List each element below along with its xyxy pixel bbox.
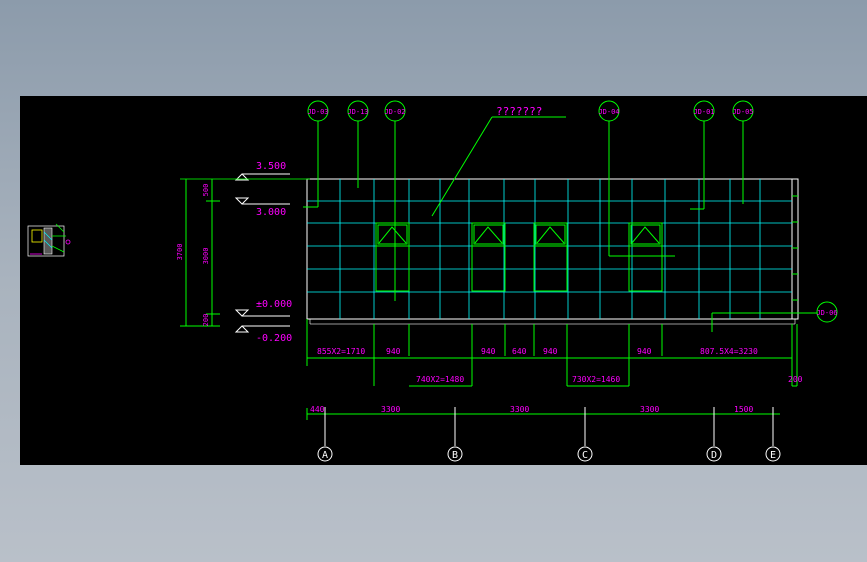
material-note: ??????? [496, 105, 542, 118]
callout-label: JD-04 [598, 108, 619, 116]
dim-label: 3300 [381, 405, 400, 414]
vertical-dimensions [180, 178, 310, 327]
dim-label: 940 [481, 347, 496, 356]
dim-label: 807.5X4=3230 [700, 347, 758, 356]
axis-lines [324, 407, 774, 446]
callout-jd-13[interactable]: JD-13 [347, 100, 369, 122]
dim-label: 3300 [640, 405, 659, 414]
callout-leaders [303, 116, 817, 332]
axis-label: A [322, 450, 328, 461]
facade [306, 178, 799, 325]
callout-label: JD-06 [816, 309, 837, 317]
elevation-label: ±0.000 [256, 299, 292, 310]
dim-label: 940 [543, 347, 558, 356]
windows [375, 222, 663, 292]
window-3[interactable] [533, 222, 568, 292]
elevation-label: 3.500 [256, 161, 286, 172]
axis-label: D [711, 450, 717, 461]
dim-height-bottom: 200 [202, 314, 210, 327]
callout-label: JD-13 [347, 108, 368, 116]
tile-grid [307, 179, 792, 319]
axis-label: B [452, 450, 458, 461]
axis-bubble-a[interactable]: A [317, 446, 333, 462]
dim-label: 940 [637, 347, 652, 356]
axis-label: E [770, 450, 776, 461]
axis-bubble-c[interactable]: C [577, 446, 593, 462]
window-1[interactable] [375, 222, 410, 292]
elevation-label: 3.000 [256, 207, 286, 218]
section-detail-thumbnail[interactable] [27, 223, 71, 257]
dim-label: 940 [386, 347, 401, 356]
callout-label: JD-05 [732, 108, 753, 116]
callout-jd-02[interactable]: JD-02 [384, 100, 406, 122]
dim-label: 740X2=1480 [416, 375, 464, 384]
dim-label: 640 [512, 347, 527, 356]
dim-label: 3300 [510, 405, 529, 414]
elevation-marks [234, 173, 290, 333]
axis-bubble-e[interactable]: E [765, 446, 781, 462]
callout-jd-05[interactable]: JD-05 [732, 100, 754, 122]
window-4[interactable] [628, 222, 663, 292]
axis-bubble-d[interactable]: D [706, 446, 722, 462]
dim-label: 730X2=1460 [572, 375, 620, 384]
dim-height-top: 500 [202, 184, 210, 197]
dim-label: 440 [310, 405, 325, 414]
axis-bubble-b[interactable]: B [447, 446, 463, 462]
dim-total-height: 3700 [176, 244, 184, 261]
callout-jd-03[interactable]: JD-03 [307, 100, 329, 122]
elevation-label: -0.200 [256, 333, 292, 344]
callout-label: JD-02 [384, 108, 405, 116]
dim-height-mid: 3000 [202, 248, 210, 265]
axis-label: C [582, 450, 588, 461]
window-2[interactable] [471, 222, 506, 292]
callout-jd-06[interactable]: JD-06 [816, 301, 838, 323]
dim-label: 200 [788, 375, 803, 384]
facade-outline [306, 178, 799, 320]
callout-jd-04[interactable]: JD-04 [598, 100, 620, 122]
callout-label: JD-03 [307, 108, 328, 116]
callout-label: JD-01 [693, 108, 714, 116]
callout-jd-01[interactable]: JD-01 [693, 100, 715, 122]
horizontal-dimensions [306, 319, 798, 420]
right-pier-marks [792, 195, 798, 301]
cad-elevation-drawing: JD-03 JD-13 JD-02 JD-04 JD-01 JD-05 JD-0… [27, 100, 838, 462]
dim-label: 855X2=1710 [317, 347, 365, 356]
drawing-viewport[interactable]: JD-03 JD-13 JD-02 JD-04 JD-01 JD-05 JD-0… [20, 96, 867, 465]
dim-label: 1500 [734, 405, 753, 414]
